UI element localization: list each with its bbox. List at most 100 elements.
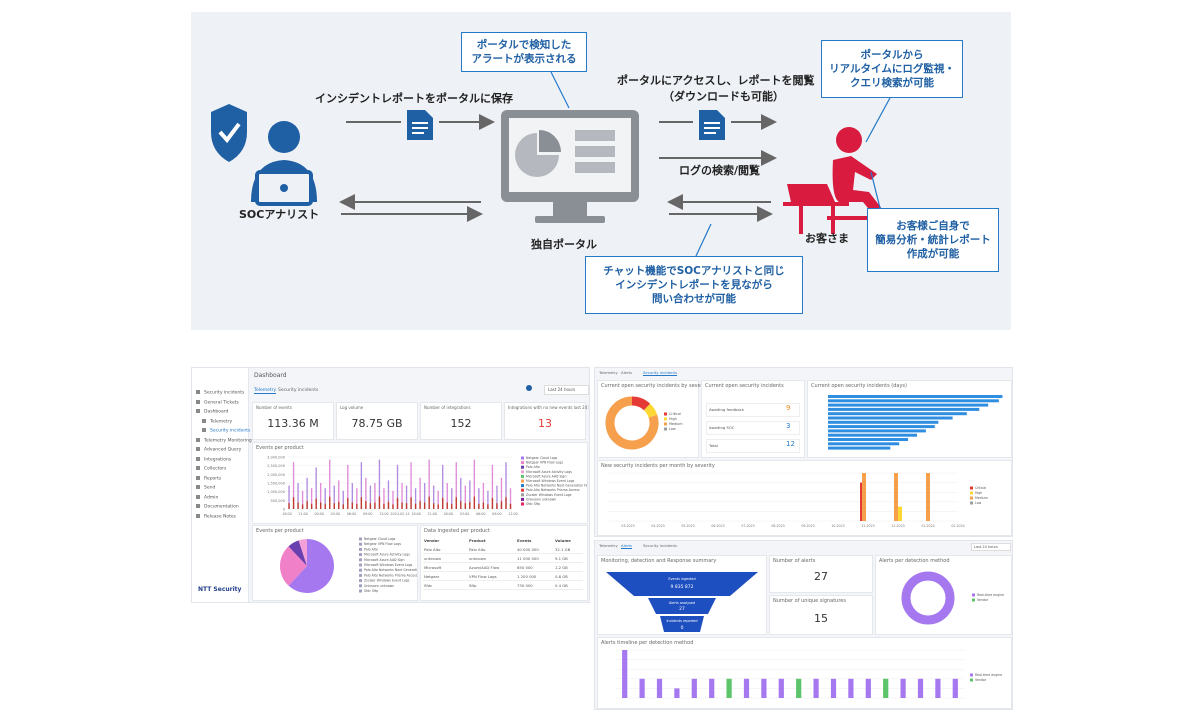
table-cell: 730 000 [517,583,533,588]
event-bar [478,488,480,509]
legend-label: Microsoft Windows Event Logs [526,479,575,483]
portal-diagram: SOCアナリスト 独自ポータル お客さま インシデントレポートをポータルに保存 … [191,12,1011,330]
tab-telemetry[interactable]: Telemetry [254,388,277,394]
monthly-incidents-card: New security incidents per month by seve… [597,460,1012,536]
tab-alerts[interactable]: Alerts [621,370,633,375]
event-bar-segment [315,498,317,509]
table-header: Vendor [424,538,440,543]
event-bar [482,483,485,509]
sidebar-item[interactable]: Collectors [196,466,226,472]
tab-telemetry[interactable]: Telemetry [599,543,618,548]
table-row [423,571,583,572]
incident-age-card: Current open security incidents (days) [807,380,1012,458]
sidebar-item[interactable]: Telemetry Monitoring [196,437,252,443]
pie-slice [298,539,307,566]
sidebar-item[interactable]: Send [196,485,215,491]
table-cell: 0.4 GB [555,583,568,588]
y-tick-label: 2,500,000 [267,464,285,468]
tab-security-incidents[interactable]: Security incidents [643,370,678,376]
event-bar-segment [401,502,403,509]
sidebar-item[interactable]: Telemetry [202,418,232,424]
document-icon [407,110,433,140]
pie-slice [288,540,307,566]
x-tick-label: 12-2023 [891,524,904,528]
event-bar [505,462,507,509]
timeline-bar [883,678,889,698]
sidebar-item[interactable]: General Tickets [196,399,239,405]
event-bar-segment [487,504,489,509]
legend-label: Medium [975,496,988,500]
callout-chat-line3: 問い合わせが可能 [652,293,736,305]
event-bar-segment [396,497,399,509]
status-label: Total [709,443,718,448]
tab-security-incidents[interactable]: Security incidents [643,543,678,548]
event-bar [374,483,376,509]
legend-label: Netgear Cloud Logs [364,537,396,541]
event-bar [288,485,290,509]
event-bar-segment [423,502,426,509]
report-upload-label: インシデントレポートをポータルに保存 [315,92,513,105]
sidebar-item-label: Collectors [204,466,227,472]
event-bar-segment [319,502,322,509]
nav-icon [196,513,200,518]
time-range-select[interactable]: Last 24 hours [544,385,589,395]
event-bar [509,488,512,509]
legend-swatch [970,678,973,682]
event-bar [324,488,326,509]
timeline-bar [622,650,628,698]
x-tick-label: 09:00 [492,512,502,516]
event-bar [469,480,471,509]
legend-label: Netgear VPN Flow Logs [526,461,563,465]
sidebar-item[interactable]: Dashboard [196,409,228,415]
nav-icon [196,409,200,413]
status-value: 3 [786,422,791,430]
callout-chat-line2: インシデントレポートを見ながら [615,279,773,291]
kpi-label: Number of integrations [424,405,471,410]
callout-alert-line2: アラートが表示される [471,53,577,65]
legend-swatch [359,542,362,546]
age-bar [828,433,917,437]
age-bar [828,403,989,407]
tab-security-incidents[interactable]: Security incidents [278,388,319,393]
signatures-value: 15 [814,612,828,625]
sidebar-item[interactable]: Release Notes [196,513,237,519]
funnel-value: 0 [681,625,684,631]
legend-swatch [359,537,362,541]
sidebar-item-label: Integrations [204,457,232,462]
sidebar-item[interactable]: Documentation [196,504,239,510]
kpi-value: 152 [450,417,472,430]
legend-swatch [521,456,524,460]
status-row [706,421,800,435]
funnel-stage [648,598,716,614]
x-tick-label: 00:00 [444,512,454,516]
sidebar-item[interactable]: Security incidents [196,390,244,396]
kpi-value: 13 [538,417,552,430]
age-bar [828,438,909,441]
legend-swatch [359,547,362,551]
time-range-select-alerts[interactable]: Last 24 hours [971,543,1011,551]
incident-age-chart [828,395,1003,450]
sidebar-item[interactable]: Security incidents [202,428,250,434]
tab-alerts[interactable]: Alerts [621,543,633,549]
timeline-bar [743,678,750,698]
age-bar [828,395,1003,398]
refresh-icon[interactable] [526,385,532,391]
event-bar-segment [324,503,326,509]
y-tick-label: 1,000,000 [267,490,285,494]
legend-swatch [521,493,524,497]
legend-swatch [970,491,973,495]
alerts-count-label: Number of alerts [773,558,816,564]
callout-self-line1: お客様ご自身で [896,220,970,232]
sidebar-item[interactable]: Integrations [196,456,232,462]
sidebar-item[interactable]: Admin [196,494,218,500]
sidebar-item-label: Release Notes [204,514,237,519]
tab-telemetry[interactable]: Telemetry [599,370,618,375]
sidebar-item[interactable]: Advanced Query [196,447,241,453]
sidebar-item[interactable]: Reports [196,475,221,481]
legend-label: Medium [669,422,683,426]
